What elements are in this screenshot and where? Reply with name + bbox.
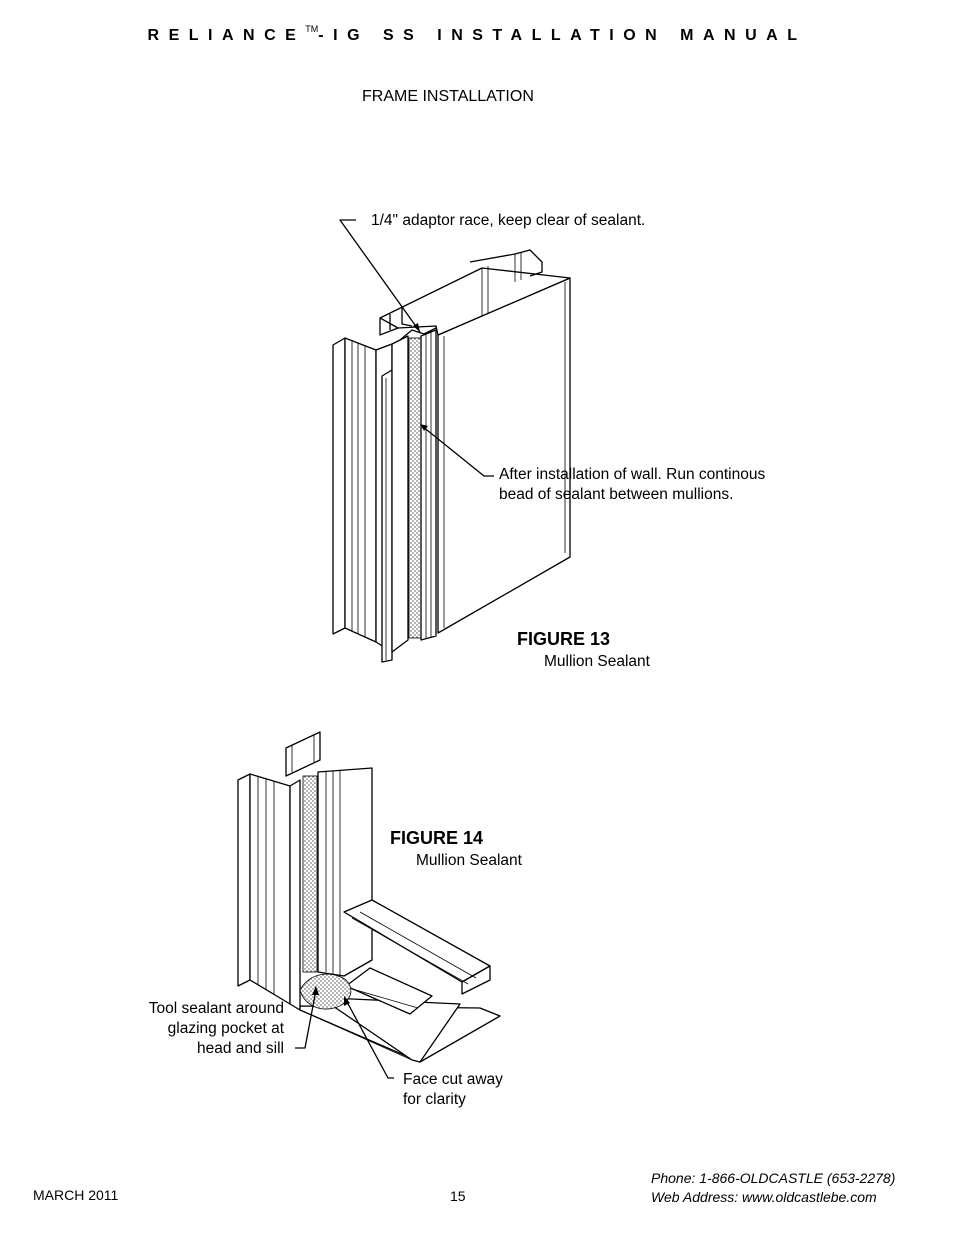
footer-web-address: Web Address: www.oldcastlebe.com [651, 1189, 877, 1205]
figure-14-drawing [237, 731, 501, 1079]
figure13-subtitle: Mullion Sealant [544, 653, 650, 670]
header-title-rest: -IG SS INSTALLATION MANUAL [318, 27, 807, 44]
fig14-callout-tool-line2: glazing pocket at [167, 1020, 284, 1037]
footer-phone: Phone: 1-866-OLDCASTLE (653-2278) [651, 1170, 896, 1186]
fig13-callout-sealant-line1: After installation of wall. Run continou… [499, 466, 766, 483]
figure14-subtitle: Mullion Sealant [416, 852, 522, 869]
manual-header: RELIANCETM-IG SS INSTALLATION MANUAL [0, 24, 954, 45]
fig14-callout-tool-line3: head and sill [196, 1040, 284, 1057]
fig13-callout-adaptor-race: 1/4" adaptor race, keep clear of sealant… [371, 212, 646, 229]
header-title-main: RELIANCE [147, 27, 306, 44]
footer-page-number: 15 [450, 1188, 466, 1204]
fig14-callout-cutaway-line1: Face cut away [403, 1071, 503, 1088]
fig13-callout-sealant-line2: bead of sealant between mullions. [499, 486, 734, 503]
fig14-callout-cutaway-line2: for clarity [403, 1091, 466, 1108]
figure14-title: FIGURE 14 [390, 828, 484, 848]
figure-13-drawing [332, 219, 571, 663]
footer-date: MARCH 2011 [33, 1187, 119, 1203]
section-title: FRAME INSTALLATION [362, 88, 534, 105]
header-trademark: TM [305, 24, 319, 34]
fig14-callout-tool-line1: Tool sealant around [148, 1000, 284, 1017]
figure13-title: FIGURE 13 [517, 629, 611, 649]
